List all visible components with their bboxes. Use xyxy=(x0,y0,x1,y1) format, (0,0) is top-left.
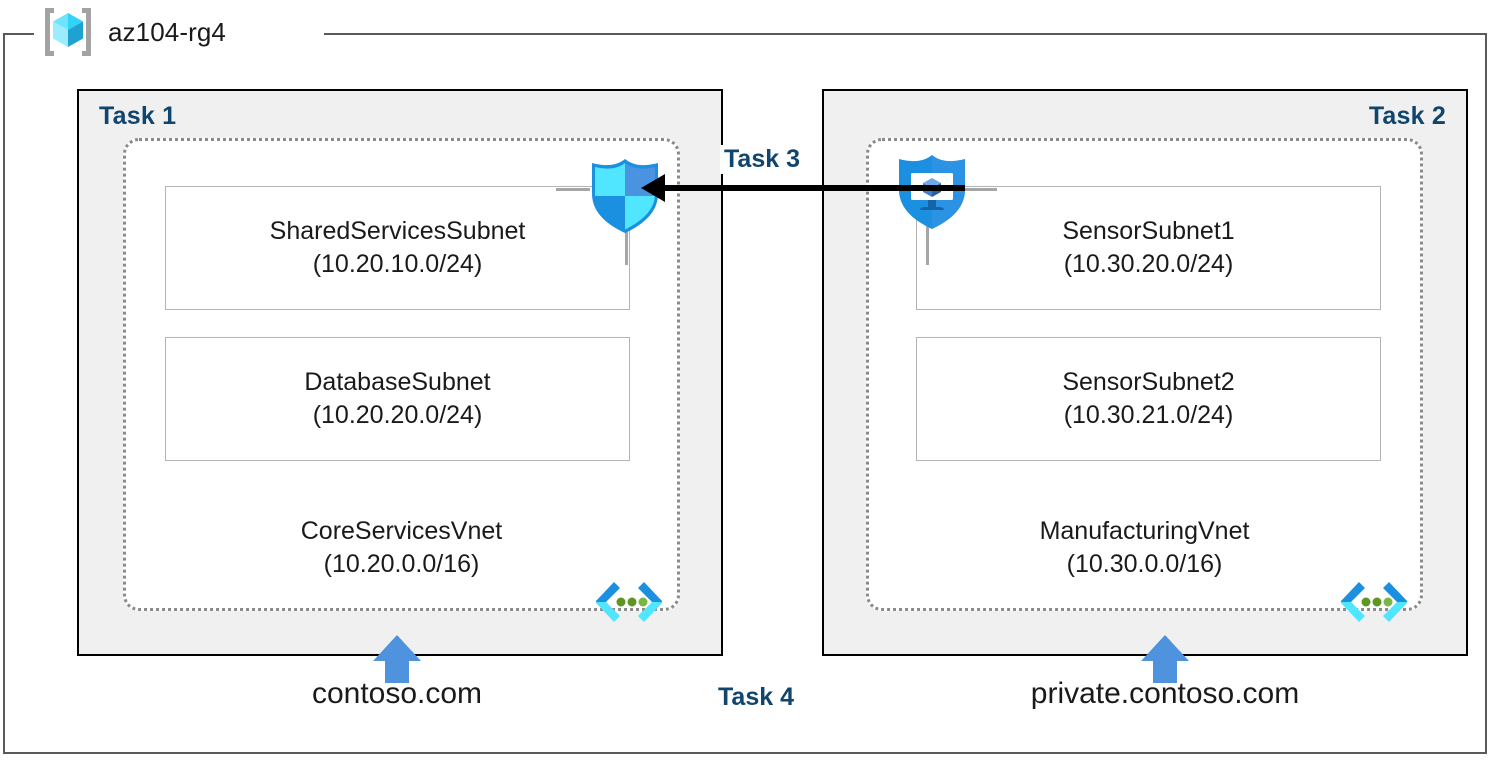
vnet-cidr: (10.30.0.0/16) xyxy=(1066,550,1223,578)
resource-group-label: az104-rg4 xyxy=(40,6,226,58)
task3-label: Task 3 xyxy=(720,145,804,174)
dns-up-arrow-icon xyxy=(1139,633,1191,685)
subnet-name: DatabaseSubnet xyxy=(304,368,491,396)
vm-connector-down xyxy=(926,215,929,265)
subnet-database: DatabaseSubnet (10.20.20.0/24) xyxy=(165,337,630,461)
subnet-cidr: (10.30.20.0/24) xyxy=(1063,250,1234,278)
vnet-name: ManufacturingVnet xyxy=(1039,517,1250,545)
azure-resource-group-icon xyxy=(40,6,96,58)
vnet-cidr: (10.20.0.0/16) xyxy=(323,550,480,578)
task4-label: Task 4 xyxy=(718,683,794,711)
dns-zone-contoso: contoso.com xyxy=(311,677,483,710)
subnet-name: SharedServicesSubnet xyxy=(269,217,526,245)
nsg-connector-left xyxy=(556,188,590,191)
dns-up-arrow-icon xyxy=(371,633,423,685)
virtual-network-icon xyxy=(595,580,663,624)
peering-arrow-line xyxy=(665,185,965,191)
task1-label: Task 1 xyxy=(99,102,177,130)
peering-arrow-head xyxy=(641,174,665,202)
core-services-vnet-caption: CoreServicesVnet (10.20.0.0/16) xyxy=(123,515,680,581)
subnet-sensor-2: SensorSubnet2 (10.30.21.0/24) xyxy=(916,337,1381,461)
manufacturing-vnet-caption: ManufacturingVnet (10.30.0.0/16) xyxy=(866,515,1423,581)
subnet-cidr: (10.20.20.0/24) xyxy=(312,401,483,429)
resource-group-name: az104-rg4 xyxy=(108,16,226,47)
dns-zone-private-contoso: private.contoso.com xyxy=(1030,677,1300,710)
vm-connector-right xyxy=(963,188,997,191)
subnet-name: SensorSubnet2 xyxy=(1062,368,1235,396)
resource-group-boundary xyxy=(3,33,1487,754)
nsg-connector-down xyxy=(625,215,628,265)
subnet-name: SensorSubnet1 xyxy=(1062,217,1235,245)
subnet-cidr: (10.30.21.0/24) xyxy=(1063,401,1234,429)
vnet-name: CoreServicesVnet xyxy=(300,517,503,545)
virtual-network-icon xyxy=(1340,580,1408,624)
virtual-machine-shield-icon xyxy=(895,152,969,232)
subnet-shared-services: SharedServicesSubnet (10.20.10.0/24) xyxy=(165,186,630,310)
task2-label: Task 2 xyxy=(1368,102,1446,130)
resource-group-label-gap xyxy=(34,26,324,42)
subnet-cidr: (10.20.10.0/24) xyxy=(312,250,483,278)
subnet-sensor-1: SensorSubnet1 (10.30.20.0/24) xyxy=(916,186,1381,310)
